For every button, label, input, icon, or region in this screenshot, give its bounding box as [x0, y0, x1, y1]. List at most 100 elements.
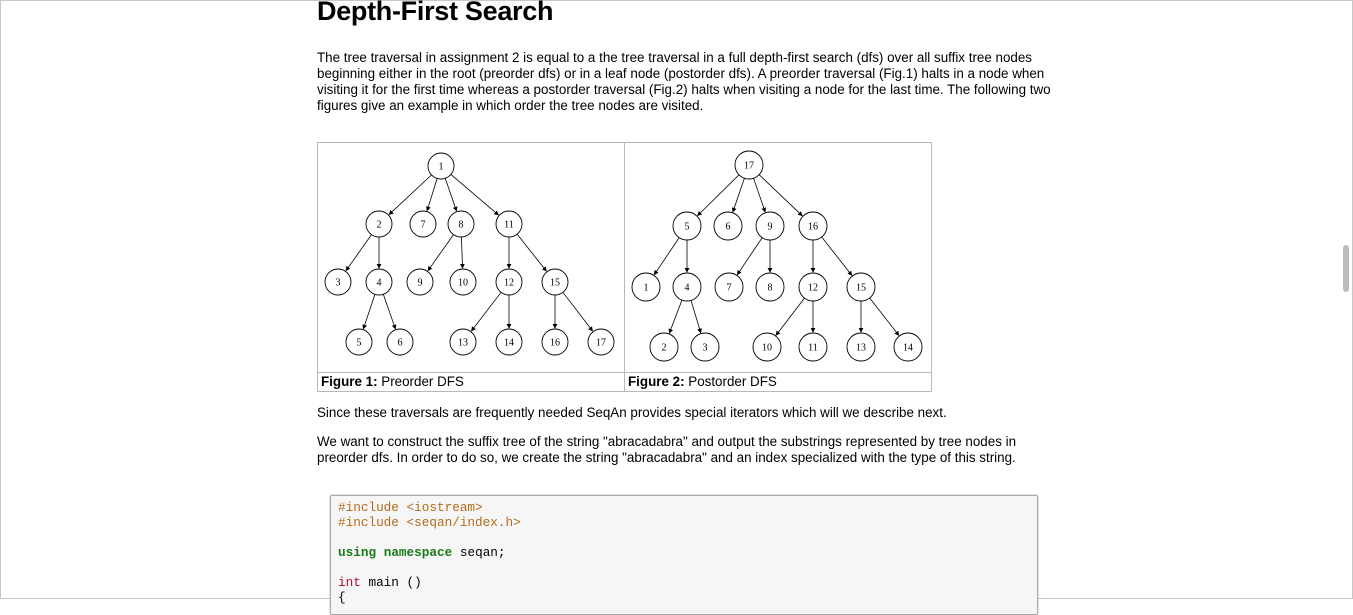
tree-node: 17	[734, 150, 764, 180]
tree-node-label: 15	[550, 278, 560, 289]
tree-node-label: 1	[644, 283, 649, 294]
tree-node-label: 3	[336, 278, 341, 289]
code-line-include-index: #include <seqan/index.h>	[338, 515, 521, 530]
tree-edge	[459, 236, 465, 269]
tree-node: 16	[798, 211, 828, 241]
tree-node-circle	[495, 210, 523, 238]
code-keyword-namespace: namespace	[383, 545, 453, 560]
tree-node-circle	[734, 150, 764, 180]
tree-node-circle	[345, 328, 373, 356]
tree-node-circle	[798, 211, 828, 241]
tree-node-label: 14	[504, 338, 514, 349]
tree-node: 7	[714, 272, 744, 302]
tree-node-label: 10	[762, 343, 772, 354]
tree-edge	[382, 294, 397, 330]
tree-edge	[653, 237, 680, 276]
tree-edge	[731, 178, 745, 213]
tree-edge	[362, 294, 376, 330]
tree-node: 7	[409, 210, 437, 238]
tree-node-circle	[365, 210, 393, 238]
code-open-brace: {	[338, 590, 346, 605]
code-keyword-using: using	[338, 545, 377, 560]
tree-node: 3	[324, 268, 352, 296]
tree-node-label: 17	[596, 338, 606, 349]
caption-label: Figure 2:	[628, 374, 685, 389]
caption-text: Preorder DFS	[377, 374, 464, 389]
tree-node: 12	[798, 272, 828, 302]
tree-edge	[869, 297, 900, 336]
tree-node-circle	[541, 268, 569, 296]
tree-edge	[345, 234, 372, 272]
tree-node: 11	[495, 210, 523, 238]
tree-edge	[690, 300, 702, 334]
section-heading: Depth-First Search	[317, 0, 554, 26]
tree-node: 3	[690, 332, 720, 362]
tree-node-circle	[386, 328, 414, 356]
tree-node-circle	[798, 332, 828, 362]
tree-edge	[444, 178, 458, 212]
tree-node-label: 6	[398, 338, 403, 349]
tree-node: 2	[649, 332, 679, 362]
tree-edge	[388, 174, 432, 215]
tree-node-label: 12	[504, 278, 514, 289]
tree-node-label: 12	[808, 283, 818, 294]
tree-node: 8	[755, 272, 785, 302]
figure-2-caption: Figure 2: Postorder DFS	[624, 372, 932, 392]
tree-node-circle	[365, 268, 393, 296]
tree-node: 6	[386, 328, 414, 356]
iterators-paragraph: Since these traversals are frequently ne…	[317, 405, 947, 420]
tree-node-label: 5	[357, 338, 362, 349]
tree-node: 11	[798, 332, 828, 362]
tree-node-label: 6	[726, 222, 731, 233]
tree-node-circle	[541, 328, 569, 356]
tree-node: 5	[345, 328, 373, 356]
caption-label: Figure 1:	[321, 374, 378, 389]
tree-node: 15	[846, 272, 876, 302]
tree-node-circle	[846, 272, 876, 302]
tree-node-circle	[798, 272, 828, 302]
tree-node-circle	[495, 268, 523, 296]
tree-node-circle	[449, 268, 477, 296]
code-block[interactable]: #include <iostream> #include <seqan/inde…	[330, 495, 1038, 615]
tree-node-label: 8	[768, 283, 773, 294]
vertical-scrollbar-thumb[interactable]	[1343, 245, 1349, 292]
tree-node: 14	[495, 328, 523, 356]
tree-edge	[427, 234, 454, 272]
tree-node-circle	[409, 210, 437, 238]
tree-node-label: 4	[685, 283, 690, 294]
tree-node: 2	[365, 210, 393, 238]
tree-node-label: 7	[727, 283, 732, 294]
tree-node-label: 9	[768, 222, 773, 233]
tree-node-circle	[713, 211, 743, 241]
tree-node-label: 2	[662, 343, 667, 354]
tree-node: 6	[713, 211, 743, 241]
tree-node: 10	[449, 268, 477, 296]
tree-node-circle	[690, 332, 720, 362]
code-line-include-iostream: #include <iostream>	[338, 500, 483, 515]
tree-node-label: 11	[504, 220, 514, 231]
tree-edge	[668, 299, 683, 334]
tree-edge	[753, 178, 767, 213]
tree-node-circle	[427, 152, 455, 180]
tree-node-label: 13	[856, 343, 866, 354]
tree-node: 5	[672, 211, 702, 241]
tree-edge	[471, 292, 502, 332]
tree-edge	[516, 233, 547, 272]
tree-node-circle	[672, 272, 702, 302]
tree-node-circle	[755, 211, 785, 241]
tree-node: 10	[752, 332, 782, 362]
tree-node-circle	[447, 210, 475, 238]
tree-edge	[426, 178, 438, 212]
tree-node: 16	[541, 328, 569, 356]
tree-node-circle	[893, 332, 923, 362]
tree-node-circle	[649, 332, 679, 362]
tree-node-circle	[587, 328, 615, 356]
caption-text: Postorder DFS	[684, 374, 777, 389]
tree-node-circle	[672, 211, 702, 241]
tree-node: 13	[449, 328, 477, 356]
